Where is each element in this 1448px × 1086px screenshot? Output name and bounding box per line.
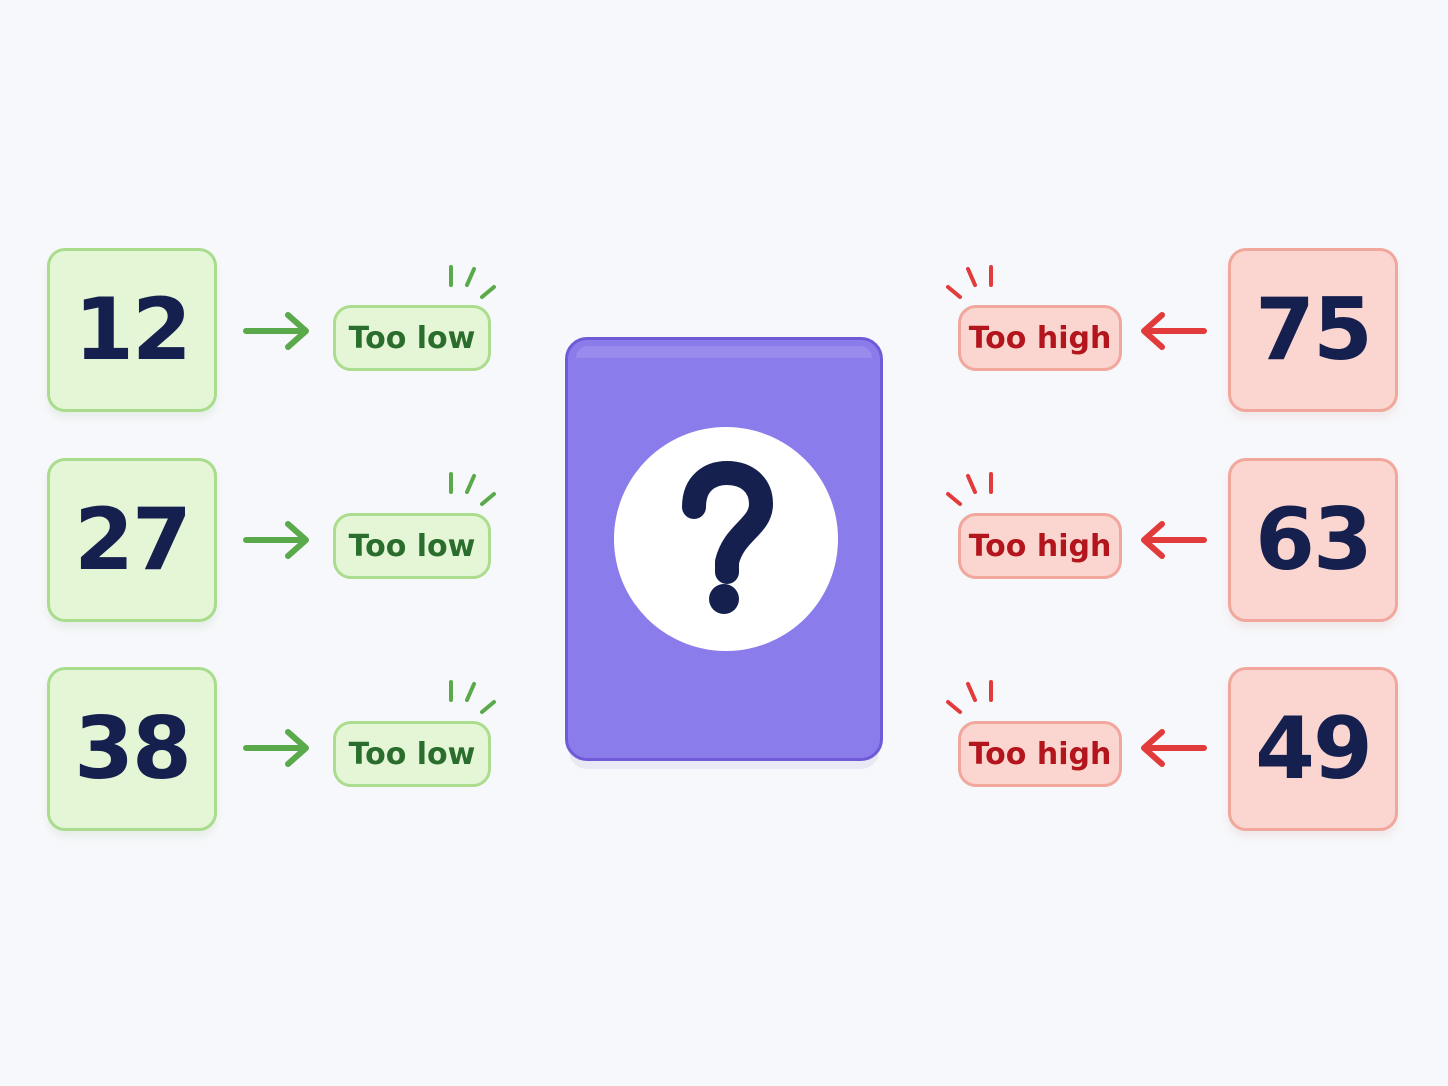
feedback-label: Too low	[348, 320, 476, 356]
feedback-badge-too-low: Too low	[333, 305, 491, 371]
guess-card-low-3: 38	[47, 667, 217, 831]
feedback-badge-too-high: Too high	[958, 721, 1122, 787]
guess-card-high-2: 63	[1228, 458, 1398, 622]
feedback-badge-too-low: Too low	[333, 513, 491, 579]
guess-card-low-1: 12	[47, 248, 217, 412]
guess-card-low-2: 27	[47, 458, 217, 622]
sparkle-icon	[449, 680, 496, 714]
guess-number: 38	[74, 699, 192, 799]
feedback-badge-too-high: Too high	[958, 513, 1122, 579]
guess-card-high-1: 75	[1228, 248, 1398, 412]
sparkle-icon	[449, 265, 496, 299]
feedback-label: Too low	[348, 736, 476, 772]
arrow-right-icon	[243, 521, 309, 559]
feedback-badge-too-low: Too low	[333, 721, 491, 787]
guess-number: 27	[74, 490, 192, 590]
guess-number: 12	[74, 280, 192, 380]
feedback-label: Too high	[968, 736, 1112, 772]
mystery-circle	[614, 427, 838, 651]
guess-number: 75	[1255, 280, 1373, 380]
sparkle-icon	[946, 680, 993, 714]
sparkle-icon	[449, 472, 496, 506]
feedback-label: Too low	[348, 528, 476, 564]
guess-number: 63	[1255, 490, 1373, 590]
sparkle-icon	[946, 265, 993, 299]
guess-number: 49	[1255, 699, 1373, 799]
feedback-badge-too-high: Too high	[958, 305, 1122, 371]
arrow-left-icon	[1141, 729, 1207, 767]
feedback-label: Too high	[968, 320, 1112, 356]
arrow-left-icon	[1141, 312, 1207, 350]
mystery-number-card	[565, 337, 883, 761]
question-mark-icon	[682, 461, 773, 614]
sparkle-icon	[946, 472, 993, 506]
guess-card-high-3: 49	[1228, 667, 1398, 831]
arrow-left-icon	[1141, 521, 1207, 559]
arrow-right-icon	[243, 729, 309, 767]
arrow-right-icon	[243, 312, 309, 350]
feedback-label: Too high	[968, 528, 1112, 564]
